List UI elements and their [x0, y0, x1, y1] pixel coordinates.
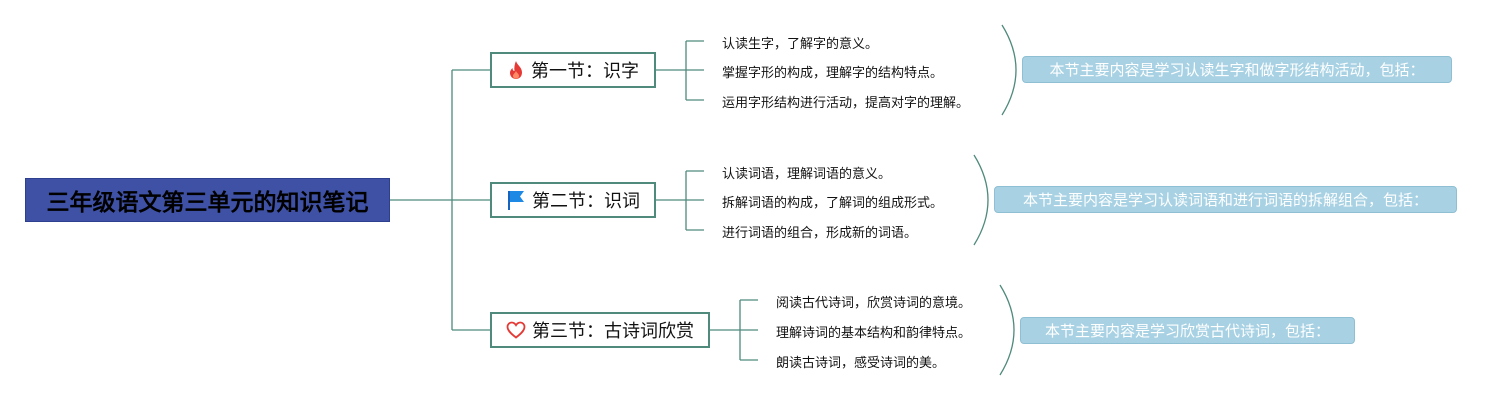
root-node[interactable]: 三年级语文第三单元的知识笔记	[25, 178, 390, 222]
section-1-item-3[interactable]: 运用字形结构进行活动，提高对字的理解。	[722, 96, 970, 111]
root-title: 三年级语文第三单元的知识笔记	[46, 190, 369, 216]
section-2-item-2[interactable]: 拆解词语的构成，了解词的组成形式。	[722, 196, 944, 211]
section-3-title: 第三节：古诗词欣赏	[532, 321, 694, 342]
section-1-node[interactable]: 第一节：识字	[490, 52, 656, 88]
section-3-summary-text: 本节主要内容是学习欣赏古代诗词，包括：	[1044, 322, 1330, 340]
section-1-summary[interactable]: 本节主要内容是学习认读生字和做字形结构活动，包括：	[1022, 56, 1452, 83]
section-3-item-1[interactable]: 阅读古代诗词，欣赏诗词的意境。	[776, 296, 972, 311]
heart-icon	[506, 321, 526, 339]
section-2-item-3[interactable]: 进行词语的组合，形成新的词语。	[722, 226, 918, 241]
section-3-summary[interactable]: 本节主要内容是学习欣赏古代诗词，包括：	[1020, 317, 1355, 344]
fire-icon	[507, 60, 525, 80]
section-1-item-2[interactable]: 掌握字形的构成，理解字的结构特点。	[722, 66, 944, 81]
section-2-item-1[interactable]: 认读词语，理解词语的意义。	[722, 167, 892, 182]
section-3-node[interactable]: 第三节：古诗词欣赏	[490, 312, 710, 348]
section-2-summary[interactable]: 本节主要内容是学习认读词语和进行词语的拆解组合，包括：	[994, 186, 1457, 213]
section-3-item-3[interactable]: 朗读古诗词，感受诗词的美。	[776, 356, 946, 371]
section-2-summary-text: 本节主要内容是学习认读词语和进行词语的拆解组合，包括：	[1022, 191, 1428, 209]
section-3-item-2[interactable]: 理解诗词的基本结构和韵律特点。	[776, 326, 972, 341]
section-2-title: 第二节：识词	[532, 191, 640, 212]
section-1-summary-text: 本节主要内容是学习认读生字和做字形结构活动，包括：	[1049, 61, 1425, 79]
section-2-node[interactable]: 第二节：识词	[490, 182, 656, 218]
section-1-title: 第一节：识字	[531, 61, 639, 82]
section-1-item-1[interactable]: 认读生字，了解字的意义。	[722, 37, 879, 52]
flag-icon	[506, 189, 526, 211]
